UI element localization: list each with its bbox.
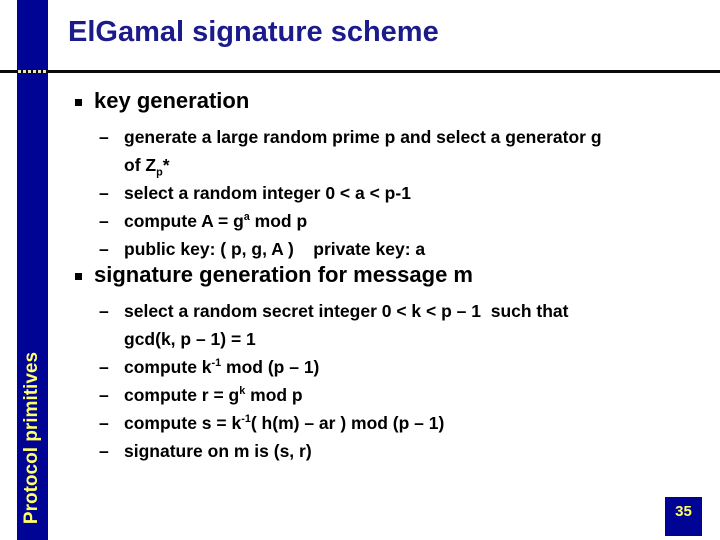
- section-key-generation: key generation – generate a large random…: [75, 88, 700, 263]
- dash-marker: –: [99, 357, 109, 377]
- list-item-text: compute s = k-1( h(m) – ar ) mod (p – 1): [124, 413, 445, 433]
- list-item-text: compute k-1 mod (p – 1): [124, 357, 320, 377]
- page-title: ElGamal signature scheme: [68, 16, 439, 48]
- list-item: – select a random secret integer 0 < k <…: [99, 297, 700, 353]
- list-item: – compute A = ga mod p: [99, 207, 700, 235]
- dash-marker: –: [99, 413, 109, 433]
- list-item-text: signature on m is (s, r): [124, 441, 312, 461]
- square-bullet-icon: [75, 273, 82, 280]
- section-heading: signature generation for message m: [94, 262, 473, 287]
- list-item: – compute k-1 mod (p – 1): [99, 353, 700, 381]
- section-signature-generation: signature generation for message m – sel…: [75, 262, 700, 465]
- list-item-text: compute A = ga mod p: [124, 211, 308, 231]
- list-item-text: public key: ( p, g, A ) private key: a: [124, 239, 426, 259]
- divider-dashes-decoration: [18, 70, 48, 73]
- section-heading-row: key generation: [75, 88, 700, 114]
- list-item-text: select a random secret integer 0 < k < p…: [124, 301, 569, 349]
- dash-marker: –: [99, 301, 109, 321]
- dash-marker: –: [99, 183, 109, 203]
- dash-marker: –: [99, 211, 109, 231]
- title-divider-line: [0, 70, 720, 73]
- dash-marker: –: [99, 127, 109, 147]
- list-item: – compute r = gk mod p: [99, 381, 700, 409]
- list-item-text: compute r = gk mod p: [124, 385, 303, 405]
- list-item: – select a random integer 0 < a < p-1: [99, 179, 700, 207]
- dash-marker: –: [99, 441, 109, 461]
- list-item-text: select a random integer 0 < a < p-1: [124, 183, 411, 203]
- page-number-box: 35: [665, 497, 702, 536]
- list-item: – generate a large random prime p and se…: [99, 123, 700, 179]
- dash-marker: –: [99, 385, 109, 405]
- sidebar-accent-bar: [17, 0, 48, 540]
- section-item-list: – select a random secret integer 0 < k <…: [99, 297, 700, 465]
- list-item: – compute s = k-1( h(m) – ar ) mod (p – …: [99, 409, 700, 437]
- sidebar-vertical-label: Protocol primitives: [21, 351, 42, 525]
- list-item: – signature on m is (s, r): [99, 437, 700, 465]
- section-item-list: – generate a large random prime p and se…: [99, 123, 700, 263]
- page-number: 35: [675, 503, 692, 520]
- list-item: – public key: ( p, g, A ) private key: a: [99, 235, 700, 263]
- dash-marker: –: [99, 239, 109, 259]
- section-heading: key generation: [94, 88, 250, 113]
- list-item-text: generate a large random prime p and sele…: [124, 127, 602, 179]
- section-heading-row: signature generation for message m: [75, 262, 700, 288]
- square-bullet-icon: [75, 99, 82, 106]
